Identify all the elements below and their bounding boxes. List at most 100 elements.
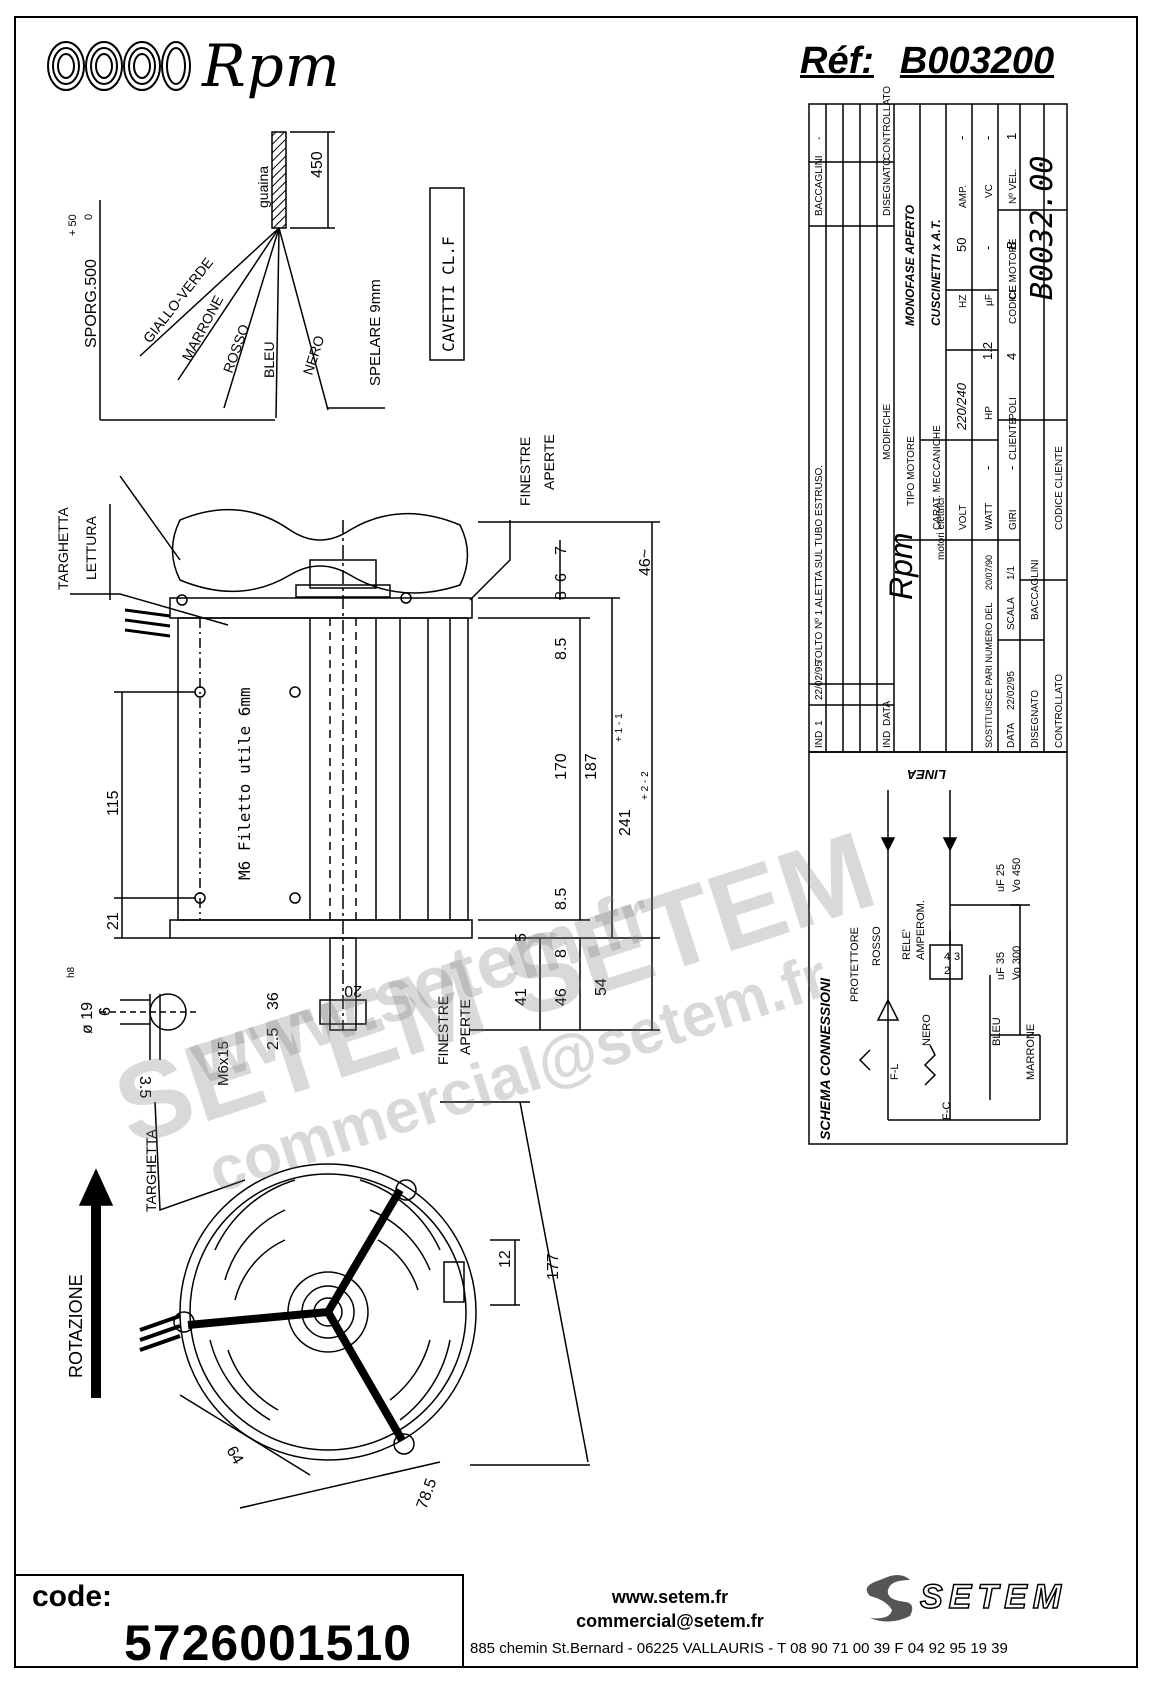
scala-label: SCALA (1006, 597, 1017, 630)
nero-label: NERO (921, 1014, 933, 1046)
rele-pin-3: 3 (954, 951, 960, 963)
dim-5: 5 (513, 933, 530, 942)
controllato-label: CONTROLLATO (1054, 674, 1065, 748)
dim-64: 64 (223, 1444, 247, 1468)
filetto-label: M6 Filetto utile 6mm (235, 687, 254, 880)
rev-header-ind: IND (814, 731, 825, 748)
rev-row-controllato: - (814, 137, 825, 140)
nvel-value: 1 (1004, 133, 1019, 140)
drawing-frame (14, 16, 1138, 1668)
dim-25: 2.5 (265, 1028, 282, 1050)
dim-8-bottom: 8 (553, 949, 570, 958)
dim-21: 21 (105, 912, 122, 930)
website-link[interactable]: www.setem.fr (611, 1587, 729, 1607)
code-label: code: (32, 1580, 113, 1613)
title-block (808, 103, 1068, 753)
giri-label: GIRI (1008, 509, 1019, 530)
dim-241: 241 (617, 809, 634, 836)
rev-header-modifiche: MODIFICHE (882, 404, 893, 460)
lettura-label: LETTURA (83, 516, 99, 580)
dim-35: 3.5 (136, 1076, 153, 1098)
rev-header-ind2: IND (882, 731, 893, 748)
dim-187: 187 (583, 753, 600, 780)
data-value: 22/02/95 (1006, 671, 1017, 710)
volt-value: 220/240 (954, 382, 969, 431)
dim-36: 36 (265, 992, 282, 1010)
dim-450: 450 (309, 151, 326, 178)
codice-motore-value: B0032.00 (1025, 156, 1060, 301)
cliente-label: CLIENTE (1008, 417, 1019, 460)
amp-label: AMP. (958, 185, 969, 208)
rotazione-label: ROTAZIONE (66, 1274, 86, 1378)
dim-6-shaft: 6 (97, 1007, 114, 1016)
sporg-label: SPORG.500 (83, 259, 100, 348)
codice-motore-label: CODICE MOTORE (1008, 238, 1019, 324)
ref-value: B003200 (899, 40, 1055, 82)
watt-value: - (980, 466, 995, 470)
watt-label: WATT (984, 503, 995, 530)
hp-label: HP (984, 406, 995, 420)
hz-value: 50 (954, 238, 969, 252)
dim-85-bottom: 8.5 (553, 888, 570, 910)
dim-7: 7 (553, 546, 570, 555)
dim-12: 12 (497, 1250, 514, 1268)
dim-170: 170 (553, 753, 570, 780)
schema-diagram (808, 751, 1068, 1145)
dim-54: 54 (593, 978, 610, 996)
rev-row-modifica: TOLTO Nº 1 ALETTA SUL TUBO ESTRUSO. (814, 465, 825, 664)
aperte-bottom-label: APERTE (457, 999, 473, 1055)
giri-value: - (1004, 466, 1019, 470)
address: 885 chemin St.Bernard - 06225 VALLAURIS … (470, 1640, 1008, 1657)
tipo-motore-value: MONOFASE APERTO (903, 204, 917, 326)
schema-title: SCHEMA CONNESSIONI (817, 977, 833, 1140)
poli-value: 4 (1004, 353, 1019, 360)
disegnato-label: DISEGNATO (1030, 690, 1041, 748)
targhetta-label: TARGHETTA (55, 507, 71, 590)
dim-177: 177 (545, 1253, 562, 1280)
scala-value: 1/1 (1006, 566, 1017, 580)
dim-6: 6 (553, 573, 570, 582)
rev-row-ind: 1 (814, 720, 825, 726)
brand-name: Rpm (202, 32, 341, 100)
cavetti-label: CAVETTI CL.F (439, 236, 458, 352)
side-view (70, 475, 660, 1060)
carat-value: CUSCINETTI x A.T. (929, 219, 943, 326)
rev-row-disegnato: BACCAGLINI (814, 155, 825, 216)
shaft-tolerance: h8 (66, 966, 77, 978)
marrone-label: MARRONE (1025, 1024, 1037, 1080)
fc-label: F-C (941, 1102, 953, 1120)
wire-marrone: MARRONE (179, 293, 227, 364)
sostituisce-value: 20/07/90 (984, 555, 994, 590)
bleu-label: BLEU (991, 1017, 1003, 1046)
title-brand-sub: motori elettrici (936, 498, 947, 560)
dim-46-top: 46~ (637, 549, 654, 576)
vc-label: VC (984, 184, 995, 198)
tol-pm1: + 1 - 1 (614, 713, 625, 742)
data-label: DATA (1006, 722, 1017, 748)
poli-label: POLI (1008, 397, 1019, 420)
rele-label: RELE' (901, 929, 913, 960)
wiring-diagram (99, 131, 465, 421)
targhetta-front-label: TARGHETTA (143, 1129, 159, 1212)
vc-value: - (980, 136, 995, 140)
nvel-label: Nº VEL. (1008, 169, 1019, 204)
fl-label: F-L (889, 1064, 901, 1081)
ref-label: Réf: (800, 40, 874, 82)
volt-label: VOLT (958, 505, 969, 530)
code-value: 5726001510 (124, 1615, 413, 1671)
dim-41: 41 (513, 988, 530, 1006)
title-brand: Rpm (883, 532, 919, 600)
disegnato-value: BACCAGLINI (1030, 559, 1041, 620)
setem-swoosh-icon: SETEM (866, 1575, 1062, 1622)
dim-46: 46 (553, 988, 570, 1006)
guaina-label: guaina (255, 166, 271, 208)
cl-value: B (1004, 241, 1019, 250)
finestre-bottom-label: FINESTRE (435, 996, 451, 1065)
rev-row-data: 22/02/95 (814, 661, 825, 700)
cl-label: CL. (1008, 284, 1019, 300)
wire-nero: NERO (300, 333, 328, 377)
email-link[interactable]: commercial@setem.fr (576, 1611, 764, 1631)
cap2-v: Vo 300 (1011, 946, 1023, 980)
setem-logo: SETEM (850, 1566, 1112, 1628)
